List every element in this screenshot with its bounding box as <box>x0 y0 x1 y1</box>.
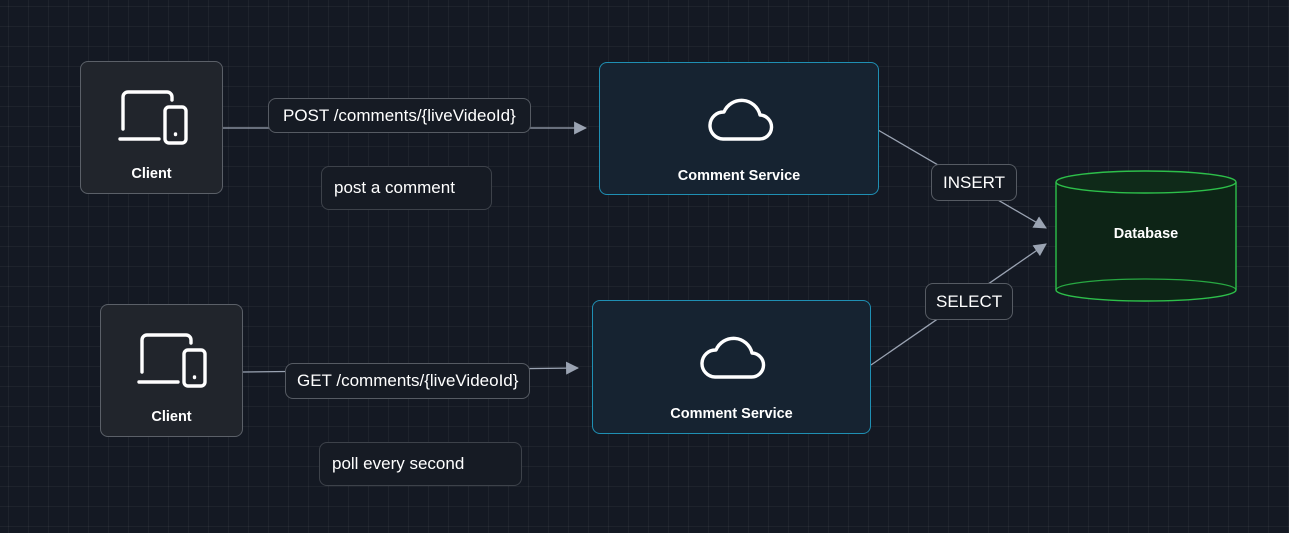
edge-label-select: SELECT <box>925 283 1014 320</box>
client-label: Client <box>131 166 172 182</box>
devices-icon <box>137 333 207 388</box>
note-post-comment: post a comment <box>321 166 492 210</box>
edge-label-post: POST /comments/{liveVideoId} <box>268 98 531 133</box>
client-node-top[interactable]: Client <box>80 61 223 194</box>
service-label: Comment Service <box>677 168 801 184</box>
client-node-bottom[interactable]: Client <box>100 304 243 437</box>
database-node[interactable] <box>1052 168 1240 308</box>
service-label: Comment Service <box>670 406 793 422</box>
edge-label-get: GET /comments/{liveVideoId} <box>285 363 531 399</box>
edge-label-insert: INSERT <box>931 164 1018 201</box>
client-label: Client <box>151 409 192 425</box>
note-poll-every-second: poll every second <box>319 442 522 486</box>
devices-icon <box>118 90 188 145</box>
comment-service-node-top[interactable]: Comment Service <box>599 62 879 195</box>
database-label: Database <box>1113 226 1179 242</box>
cloud-icon <box>708 98 774 141</box>
comment-service-node-bottom[interactable]: Comment Service <box>592 300 871 434</box>
cloud-icon <box>700 336 766 379</box>
